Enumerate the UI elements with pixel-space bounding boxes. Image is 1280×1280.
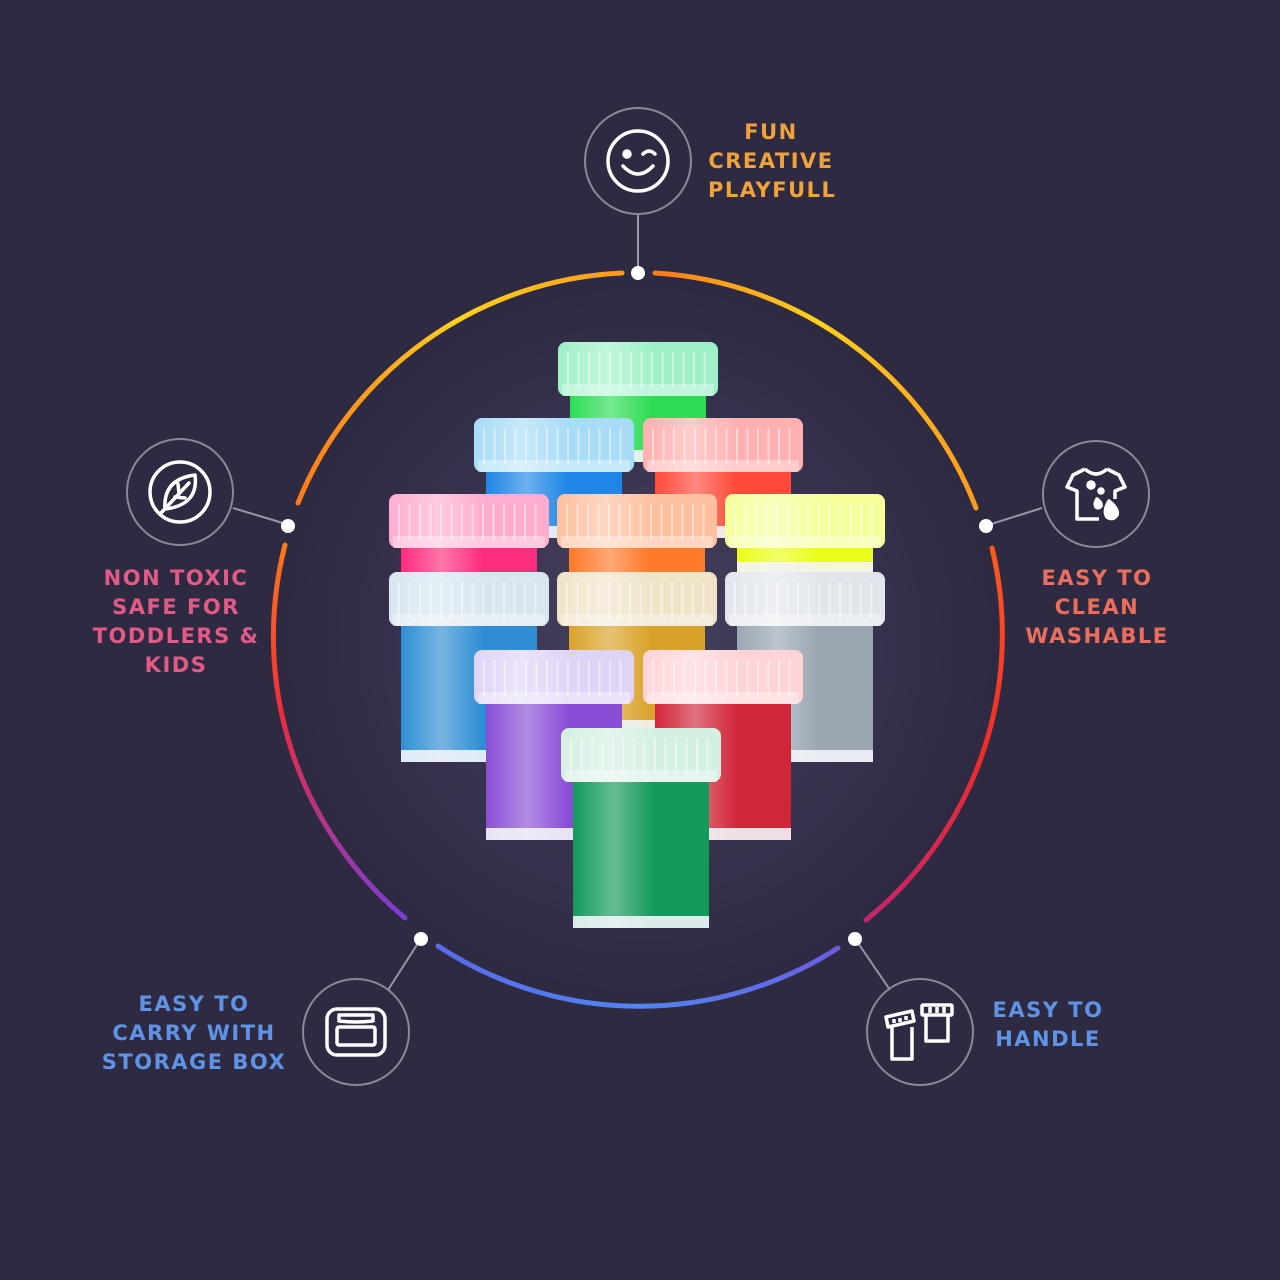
feature-easy-carry-line-1: EASY TO [138,992,250,1016]
feature-fun-line-2: CREATIVE [708,149,834,173]
feature-non-toxic-text: NON TOXIC SAFE FOR TODDLERS & KIDS [88,564,264,680]
paint-jar-pink [389,494,549,584]
feature-easy-carry-line-2: CARRY WITH [112,1021,276,1045]
paint-jars-icon [884,1003,954,1061]
color-ring [270,270,1005,1009]
feature-easy-handle-line-1: EASY TO [992,998,1104,1022]
easy-carry-icon-circle [302,978,410,1086]
feature-easy-carry-line-3: STORAGE BOX [101,1050,287,1074]
feature-fun-line-1: FUN [744,120,798,144]
easy-handle-icon-circle [866,978,974,1086]
feature-easy-carry-text: EASY TO CARRY WITH STORAGE BOX [96,990,292,1077]
feature-easy-clean-line-2: CLEAN [1054,595,1140,619]
feature-non-toxic-line-4: KIDS [144,653,208,677]
feature-easy-handle-line-2: HANDLE [995,1027,1101,1051]
feature-easy-clean-line-1: EASY TO [1041,566,1153,590]
non-toxic-icon-circle [126,438,234,546]
fun-icon-circle [584,107,692,215]
wink-smiley-icon [606,129,670,193]
feature-easy-clean-line-3: WASHABLE [1025,624,1169,648]
storage-box-icon [325,1007,387,1057]
paint-jar-yellow [725,494,885,574]
feature-easy-handle-text: EASY TO HANDLE [992,996,1104,1054]
feature-fun-text: FUN CREATIVE PLAYFULL [708,118,837,205]
easy-clean-icon-circle [1042,440,1150,548]
stained-shirt-icon [1065,467,1127,521]
connectors [232,215,1043,991]
feature-non-toxic-line-1: NON TOXIC [103,566,249,590]
feature-non-toxic-line-3: TODDLERS & [92,624,260,648]
paint-jar-metallic-green [561,728,721,928]
feature-non-toxic-line-2: SAFE FOR [112,595,240,619]
leaf-icon [148,460,212,524]
feature-fun-line-3: PLAYFULL [708,178,837,202]
paint-jars-product [389,342,885,928]
feature-easy-clean-text: EASY TO CLEAN WASHABLE [1018,564,1176,651]
